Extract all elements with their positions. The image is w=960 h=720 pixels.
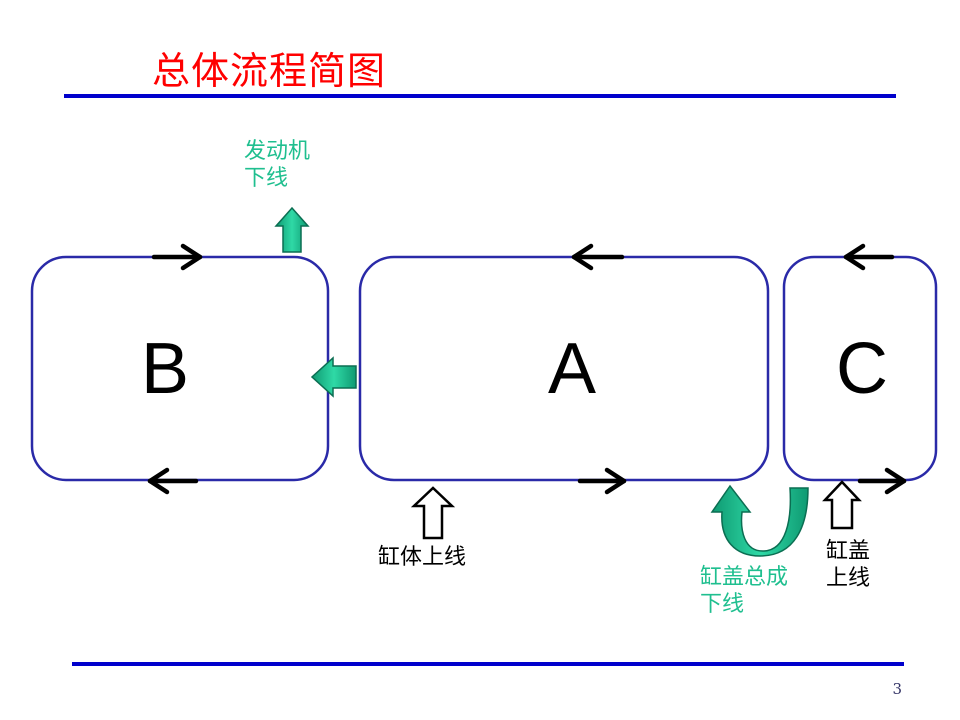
bottom-divider — [72, 662, 904, 666]
direction-arrow-left-icon — [571, 243, 625, 271]
engine-off-arrow-icon — [274, 206, 310, 253]
box-a-label: A — [548, 329, 596, 409]
block-on-arrow-icon — [410, 486, 456, 540]
direction-arrow-left-icon — [843, 243, 895, 271]
direction-arrow-left-icon — [147, 467, 199, 495]
top-divider — [64, 94, 896, 98]
direction-arrow-right-icon — [857, 467, 907, 495]
box-c-label: C — [836, 329, 888, 409]
head-on-label: 缸盖 上线 — [826, 539, 871, 591]
head-on-arrow-icon — [822, 480, 862, 530]
engine-off-label: 发动机 下线 — [244, 139, 311, 191]
page-number: 3 — [892, 680, 902, 698]
page-title: 总体流程简图 — [152, 49, 387, 93]
direction-arrow-right-icon — [577, 467, 627, 495]
box-b-label: B — [141, 329, 189, 409]
block-on-label: 缸体上线 — [378, 545, 467, 570]
head-assy-off-uturn-arrow-icon — [710, 484, 809, 557]
direction-arrow-right-icon — [151, 243, 203, 271]
box-a — [358, 255, 770, 482]
a-to-b-arrow-icon — [310, 356, 357, 398]
head-assy-off-label: 缸盖总成 下线 — [700, 565, 789, 617]
